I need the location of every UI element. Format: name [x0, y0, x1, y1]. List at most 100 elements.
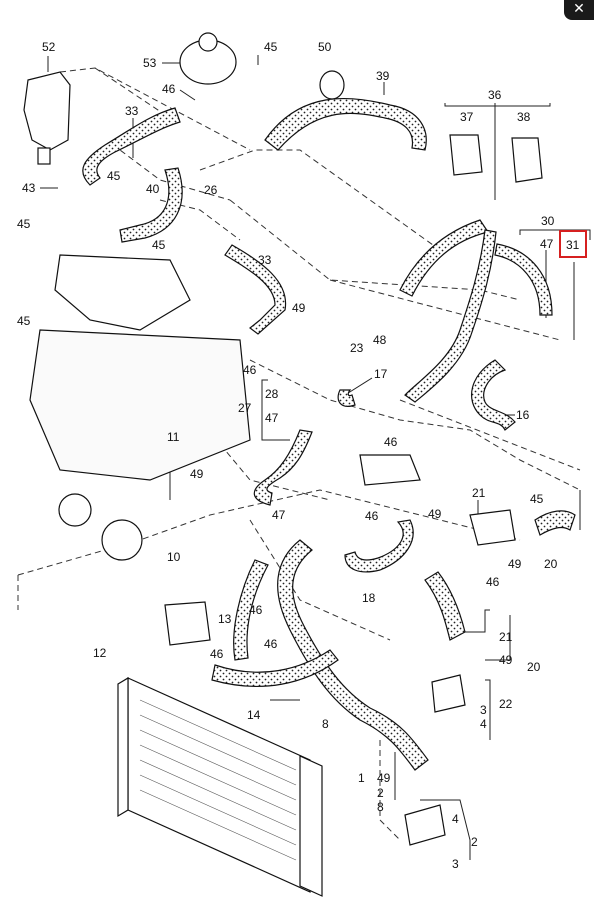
label-26: 26 [204, 183, 218, 197]
label-12: 12 [93, 646, 107, 660]
label-37: 37 [460, 110, 474, 124]
hoses [82, 97, 576, 771]
hose-clamp-large [101, 519, 143, 561]
label-39: 39 [376, 69, 390, 83]
hose-33-upper [82, 107, 181, 186]
label-50: 50 [318, 40, 332, 54]
hose-right-47 [494, 243, 553, 316]
label-20: 20 [527, 660, 541, 674]
hose-lower-long [277, 539, 429, 771]
label-45: 45 [107, 169, 121, 183]
label-47: 47 [272, 508, 286, 522]
label-46: 46 [264, 637, 278, 651]
intake-manifold [54, 254, 191, 331]
coolant-pump-13 [164, 601, 211, 646]
label-1: 1 [358, 771, 365, 785]
label-36: 36 [488, 88, 502, 102]
label-45: 45 [530, 492, 544, 506]
sensor-37 [449, 134, 483, 176]
label-17: 17 [374, 367, 388, 381]
label-27: 27 [238, 401, 252, 415]
hose-mid-lower [233, 559, 269, 661]
label-47: 47 [540, 237, 554, 251]
label-49: 49 [292, 301, 306, 315]
flange-21 [469, 509, 516, 546]
label-30: 30 [541, 214, 555, 228]
label-40: 40 [146, 182, 160, 196]
label-28: 28 [265, 387, 279, 401]
label-13: 13 [218, 612, 232, 626]
hose-40 [119, 167, 183, 243]
hose-39 [264, 97, 427, 151]
highlight-box-31 [559, 230, 587, 258]
label-8: 8 [322, 717, 329, 731]
label-48: 48 [373, 333, 387, 347]
label-4: 4 [480, 717, 487, 731]
label-46: 46 [486, 575, 500, 589]
label-33: 33 [258, 253, 272, 267]
flange-lower [404, 804, 446, 846]
hose-17 [337, 389, 356, 407]
label-46: 46 [365, 509, 379, 523]
hose-long-right [404, 229, 497, 403]
flange-22 [431, 674, 466, 713]
label-3: 3 [452, 857, 459, 871]
label-46: 46 [243, 363, 257, 377]
label-45: 45 [17, 217, 31, 231]
label-3: 3 [480, 703, 487, 717]
label-43: 43 [22, 181, 36, 195]
label-49: 49 [499, 653, 513, 667]
clip-50 [319, 70, 345, 100]
hose-27 [253, 429, 313, 506]
hose-16 [471, 359, 516, 431]
components [23, 32, 543, 846]
part-labels: 52 53 45 50 39 36 46 33 37 38 45 40 43 2… [17, 40, 580, 871]
hose-20 [534, 510, 576, 536]
hose-14 [211, 649, 339, 687]
label-8: 8 [377, 800, 384, 814]
label-14: 14 [247, 708, 261, 722]
label-46: 46 [162, 82, 176, 96]
label-4: 4 [452, 812, 459, 826]
label-2: 2 [471, 835, 478, 849]
close-button[interactable]: ✕ [564, 0, 594, 20]
label-22: 22 [499, 697, 513, 711]
label-33: 33 [125, 104, 139, 118]
label-45: 45 [17, 314, 31, 328]
label-46: 46 [384, 435, 398, 449]
label-21: 21 [472, 486, 486, 500]
label-49: 49 [190, 467, 204, 481]
label-11: 11 [167, 430, 180, 444]
coolant-reservoir-52 [23, 71, 71, 151]
label-16: 16 [516, 408, 530, 422]
oil-cooler [359, 454, 421, 486]
label-18: 18 [362, 591, 376, 605]
turbo-inlet [58, 493, 92, 527]
label-45: 45 [152, 238, 166, 252]
hose-18 [344, 519, 414, 573]
label-10: 10 [167, 550, 181, 564]
engine-block [29, 329, 251, 481]
label-21: 21 [499, 630, 513, 644]
reservoir-52-outlet [37, 147, 51, 165]
hose-upper-main [399, 219, 489, 297]
radiator [117, 676, 323, 897]
hose-33-lower [224, 244, 287, 335]
label-47: 47 [265, 411, 279, 425]
label-52: 52 [42, 40, 56, 54]
label-38: 38 [517, 110, 531, 124]
hose-21 [424, 571, 466, 641]
label-20: 20 [544, 557, 558, 571]
label-31: 31 [566, 238, 580, 252]
expansion-tank-cap [198, 32, 218, 52]
label-45: 45 [264, 40, 278, 54]
label-49: 49 [377, 771, 391, 785]
label-46: 46 [249, 603, 263, 617]
label-46: 46 [210, 647, 224, 661]
sensor-38 [511, 137, 543, 183]
label-49: 49 [428, 507, 442, 521]
label-2: 2 [377, 786, 384, 800]
label-53: 53 [143, 56, 157, 70]
label-23: 23 [350, 341, 364, 355]
